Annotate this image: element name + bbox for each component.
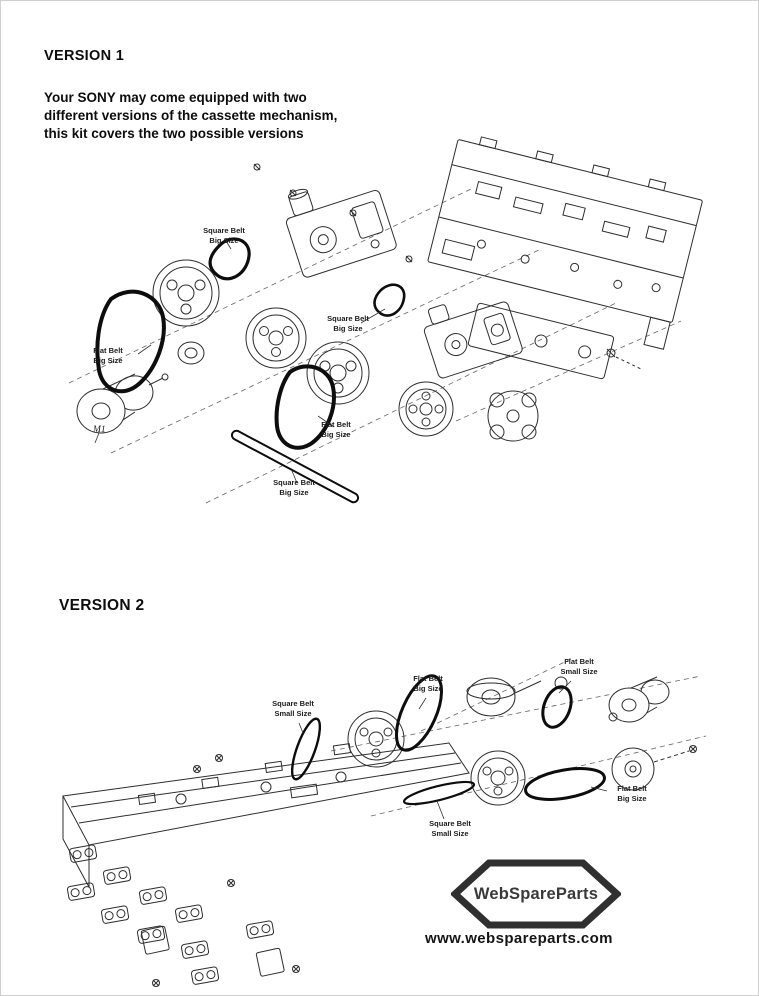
- version1-title: VERSION 1: [44, 48, 125, 64]
- version2-title: VERSION 2: [59, 597, 145, 614]
- website-url: www.webspareparts.com: [425, 930, 613, 947]
- belts: [95, 237, 406, 504]
- square-belt-big: [208, 237, 251, 281]
- cup-pulley: [466, 677, 542, 717]
- square-belt-big: [373, 283, 406, 317]
- flat-belt-big: [395, 674, 443, 752]
- belts: [290, 674, 606, 806]
- belt-label: Flat Belt Big Size: [321, 420, 351, 439]
- axis-dashed-lines: [68, 188, 682, 504]
- belt-label: Square Belt Big Size: [327, 314, 369, 333]
- square-belt-small-long: [402, 780, 476, 806]
- flat-belt-big: [95, 289, 166, 394]
- idler-pulley: [554, 676, 568, 690]
- webspareparts-logo: WebSpareParts: [449, 859, 623, 929]
- cam-wheel: [487, 390, 539, 442]
- belt-label: Square Belt Small Size: [429, 819, 471, 838]
- motor-label: M1: [93, 425, 106, 435]
- gearbox-assembly: [285, 188, 397, 278]
- flywheel: [152, 259, 220, 327]
- motor-m1: [76, 373, 169, 434]
- flywheel: [245, 307, 307, 369]
- screws: [253, 163, 642, 370]
- belt-label: Square Belt Small Size: [272, 699, 314, 718]
- belt-label: Flat Belt Big Size: [413, 674, 443, 693]
- flywheel: [470, 750, 526, 806]
- pulley: [398, 381, 454, 437]
- square-belt-big-long: [230, 429, 360, 504]
- square-belt-small: [290, 717, 322, 781]
- hexagon-logo-icon: [449, 859, 623, 929]
- flat-belt-big: [274, 364, 336, 450]
- pulley: [611, 745, 697, 791]
- belt-label: Flat Belt Big Size: [617, 784, 647, 803]
- belt-label: Square Belt Big Size: [273, 478, 315, 497]
- version2-exploded-drawing: [62, 658, 707, 987]
- flywheel: [306, 341, 370, 405]
- intro-text: Your SONY may come equipped with two dif…: [44, 90, 338, 141]
- rear-chassis-panel: [427, 136, 703, 350]
- chassis-plate: [62, 742, 470, 888]
- version1-exploded-drawing: [68, 136, 703, 504]
- belt-label: Flat Belt Small Size: [560, 657, 598, 676]
- idler-roller: [177, 341, 205, 365]
- roller-brackets: [66, 754, 300, 987]
- belt-label: Flat Belt Big Size: [93, 346, 123, 365]
- gearbox-assembly: [423, 301, 523, 379]
- bracket-plate: [467, 302, 615, 380]
- logo-text: WebSpareParts: [473, 884, 599, 903]
- belt-label: Square Belt Big Size: [203, 226, 245, 245]
- leader-lines: [298, 680, 608, 820]
- flat-belt-big: [524, 767, 606, 801]
- motor: [608, 676, 670, 723]
- leader-lines: [94, 240, 386, 484]
- flywheel: [347, 710, 405, 768]
- flat-belt-small: [541, 685, 573, 729]
